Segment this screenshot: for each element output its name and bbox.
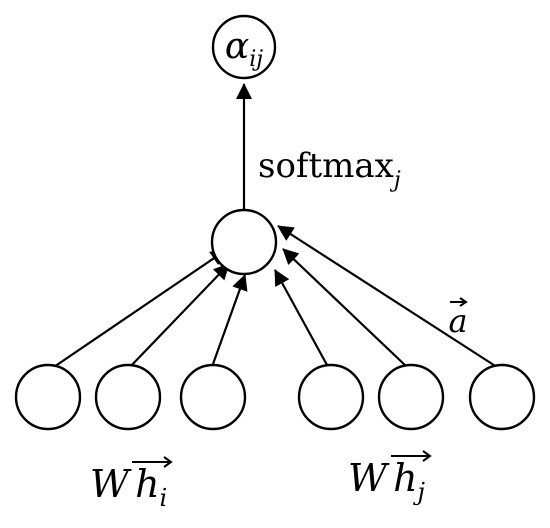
edge-input-2-to-aggregator <box>127 263 230 370</box>
output-node <box>211 14 277 80</box>
input-node-3 <box>179 363 247 431</box>
left-vector-symbol: h <box>135 462 159 506</box>
attention-vector-symbol: a <box>448 302 467 340</box>
output-node-subscript: ij <box>249 47 263 72</box>
input-node-5 <box>377 363 445 431</box>
attention-vector-arrow-head <box>459 297 468 307</box>
left-vector-arrow-head <box>163 456 173 468</box>
attention-vector-label: a <box>448 297 468 340</box>
edge-input-4-to-aggregator <box>274 269 328 366</box>
right-vector-symbol: h <box>393 456 417 500</box>
right-coefficient: W <box>348 456 390 500</box>
left-coefficient: W <box>90 462 132 506</box>
softmax-label: softmaxj <box>258 146 401 193</box>
edge-input-1-to-aggregator <box>47 249 227 372</box>
aggregator-node <box>210 208 278 276</box>
right-vector-arrow-head <box>422 450 432 462</box>
softmax-label-text: softmax <box>258 146 394 186</box>
input-node-2 <box>94 363 162 431</box>
edge-input-3-to-aggregator <box>211 274 248 365</box>
input-node-4 <box>297 363 365 431</box>
input-node-1 <box>14 363 82 431</box>
left-subscript: i <box>160 484 168 512</box>
output-node-symbol: α <box>225 26 249 67</box>
edge-input-6-to-aggregator <box>277 225 501 370</box>
output-node-label: αij <box>225 26 263 72</box>
input-node-6 <box>468 363 536 431</box>
edge-input-5-to-aggregator <box>282 248 408 368</box>
